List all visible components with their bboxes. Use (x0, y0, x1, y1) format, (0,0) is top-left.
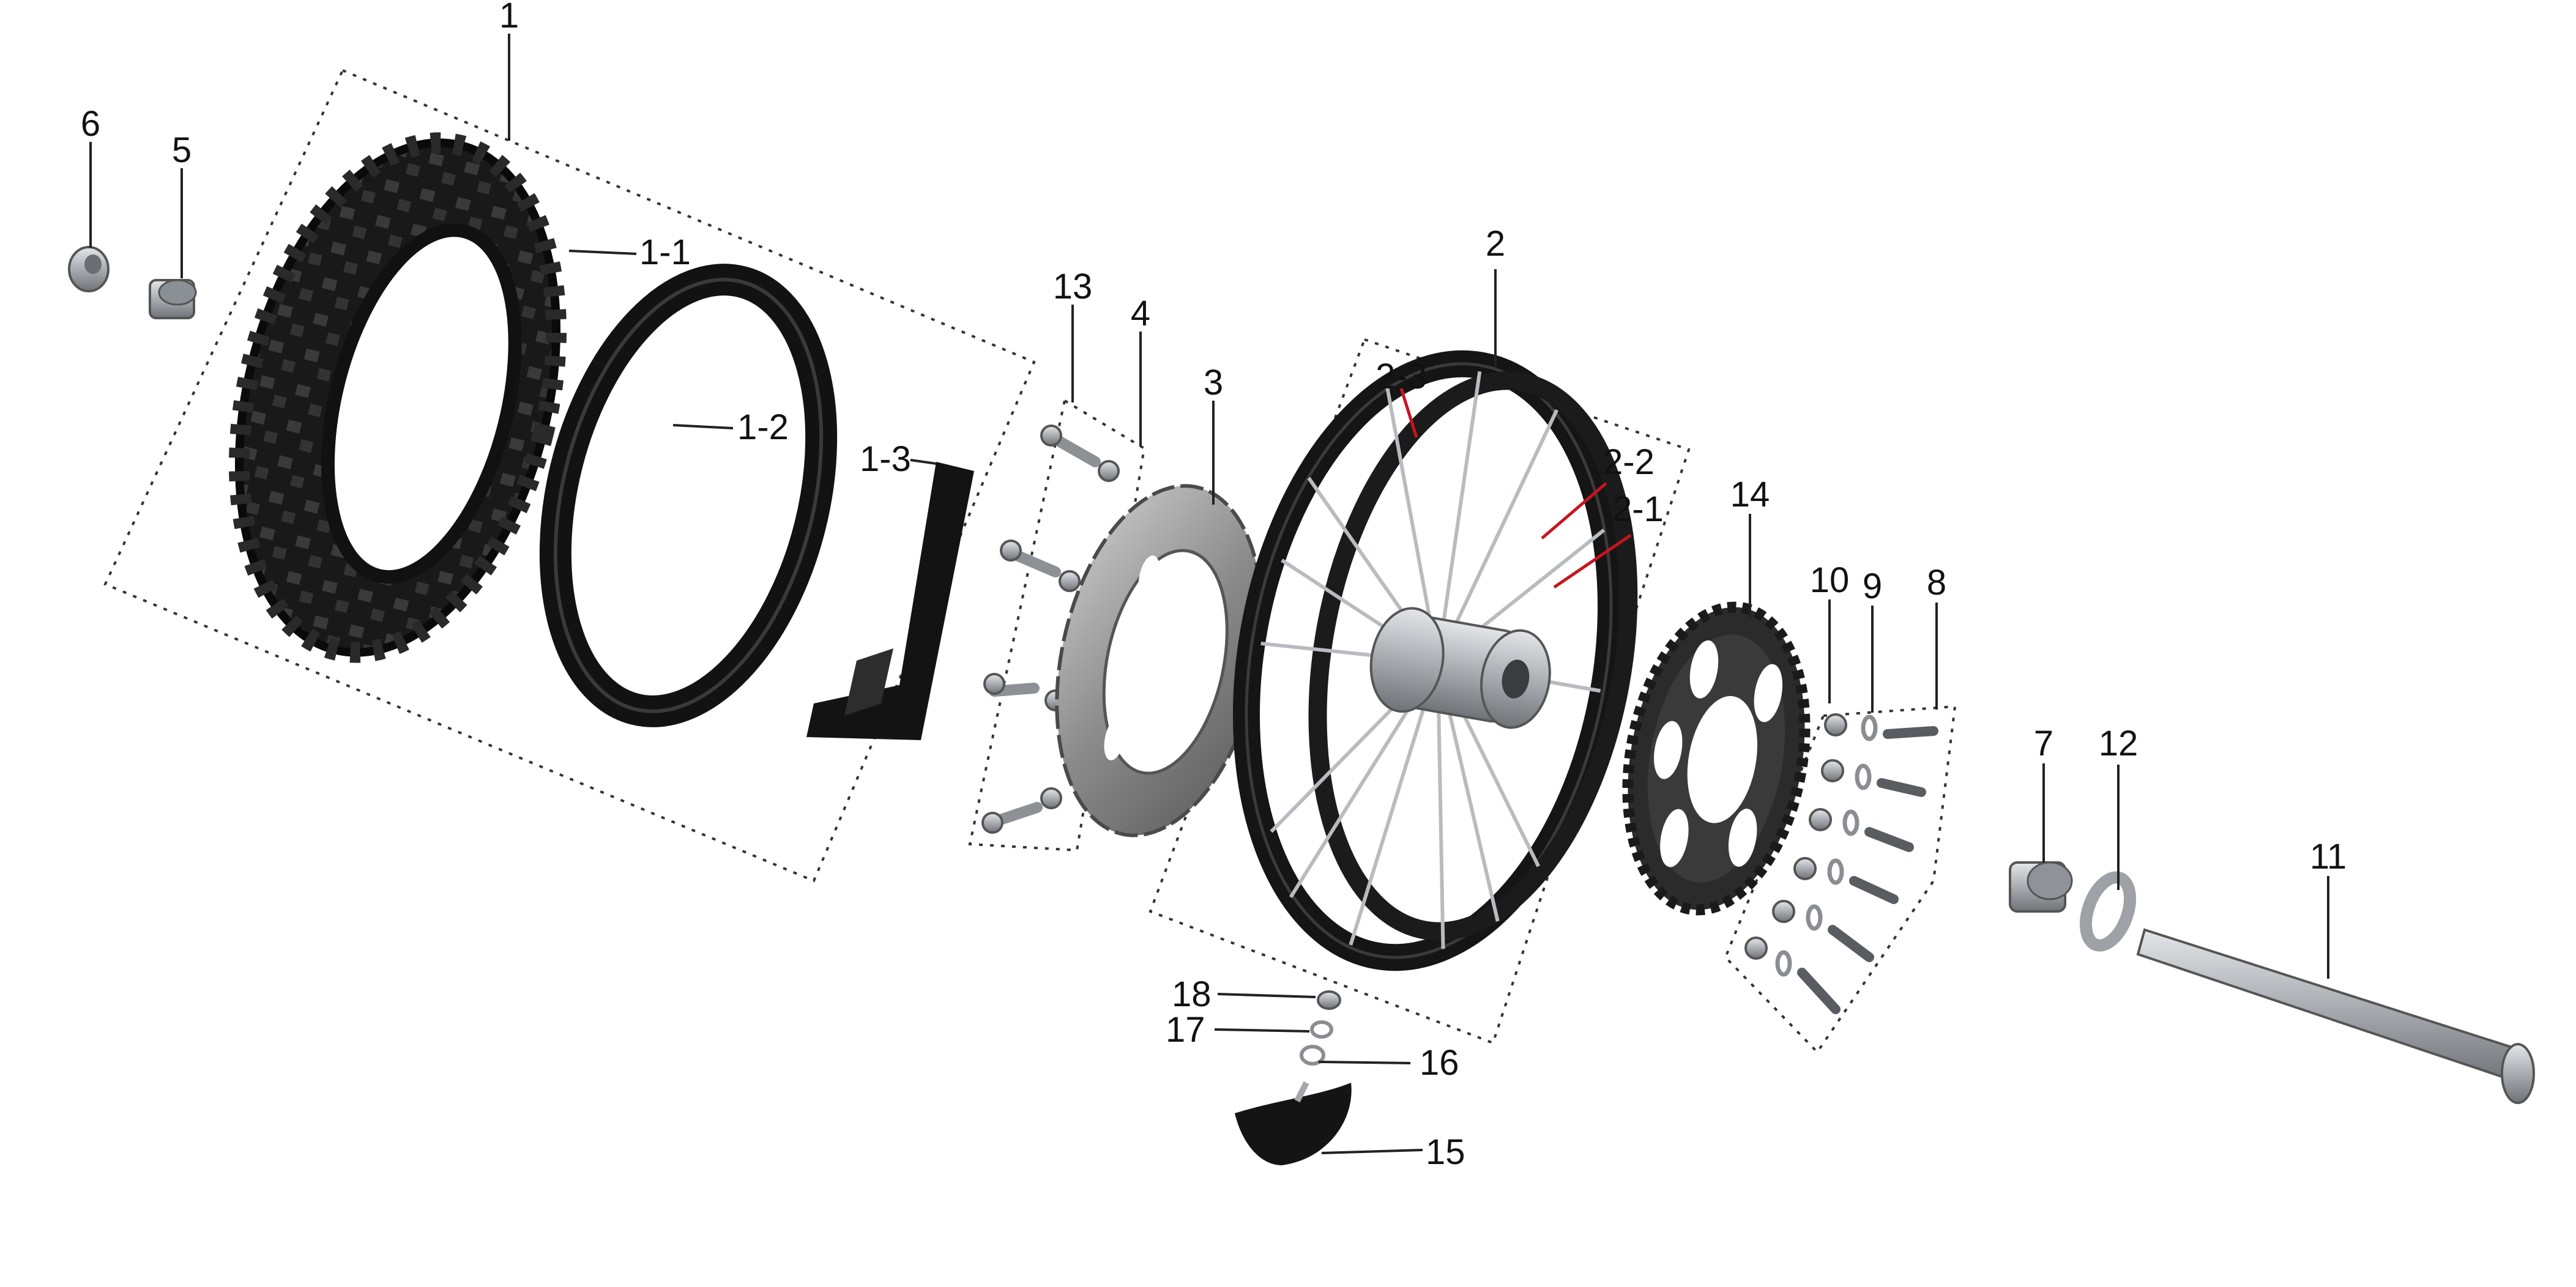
callout-3: 3 (1204, 363, 1223, 402)
nut-column (1744, 713, 1847, 960)
tire-icon (228, 132, 567, 663)
axle-nut-icon (68, 246, 110, 292)
callout-labels: 1 1-1 1-2 1-3 6 5 13 4 3 2 2-3 2-2 2-1 1… (81, 0, 2347, 1172)
callout-14: 14 (1730, 475, 1770, 514)
sprocket-bolt-column (1797, 726, 1938, 1014)
callout-13: 13 (1053, 267, 1093, 306)
sprocket-icon (1622, 601, 1811, 916)
callout-1-2: 1-2 (737, 407, 789, 447)
bolt-icon (1000, 540, 1081, 592)
callout-1-1: 1-1 (639, 232, 691, 272)
wheel-hub (1369, 607, 1551, 729)
callout-8: 8 (1927, 563, 1946, 603)
callout-12: 12 (2099, 724, 2139, 763)
sprocket-fastener-set (1744, 713, 1938, 1014)
callout-1: 1 (499, 0, 519, 35)
callout-11: 11 (2310, 837, 2347, 877)
bolt-icon (983, 673, 1067, 711)
callout-18: 18 (1172, 974, 1212, 1014)
rim-tape-icon (806, 462, 974, 740)
leader-lines (89, 34, 2329, 1154)
valve-cap-icon (1300, 1045, 1325, 1066)
wheel-icon (1233, 350, 1638, 971)
valve-nut-icon (1317, 990, 1341, 1010)
rim-lock-icon (1235, 1081, 1352, 1165)
axle-icon (2136, 928, 2535, 1104)
bolt-icon (1040, 425, 1120, 482)
brake-disc-icon (1055, 484, 1264, 837)
axle-spacer-icon (2009, 861, 2073, 913)
callout-4: 4 (1131, 294, 1150, 333)
bolt-icon (981, 787, 1062, 834)
valve-washer-icon (1310, 1020, 1333, 1039)
callout-9: 9 (1863, 566, 1882, 606)
callout-5: 5 (172, 130, 192, 170)
callout-17: 17 (1166, 1010, 1205, 1050)
tire-group-outline (103, 69, 1036, 883)
callout-15: 15 (1426, 1132, 1465, 1172)
callout-16: 16 (1420, 1043, 1459, 1083)
callout-2-3: 2-3 (1375, 357, 1427, 396)
washer-icon (2079, 871, 2137, 952)
callout-2-2: 2-2 (1603, 442, 1655, 482)
washer-column (1775, 714, 1878, 977)
inner-tube-icon (539, 264, 838, 727)
callout-2: 2 (1486, 224, 1505, 264)
callout-1-3: 1-3 (860, 439, 911, 479)
spacer-icon (149, 279, 197, 319)
sprocket-bolt-group-outline (1724, 705, 1957, 1055)
callout-2-1: 2-1 (1612, 489, 1664, 529)
callout-10: 10 (1810, 560, 1850, 600)
callout-7: 7 (2034, 724, 2053, 763)
callout-6: 6 (81, 104, 100, 144)
